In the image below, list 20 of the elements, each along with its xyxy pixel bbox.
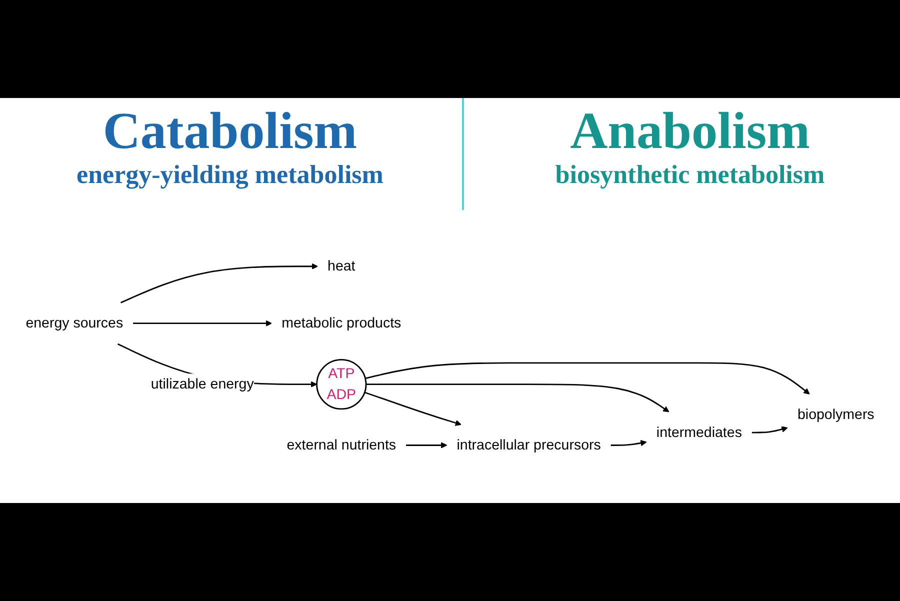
arrow xyxy=(366,384,670,412)
node-label: metabolic products xyxy=(282,316,402,332)
node-label: external nutrients xyxy=(286,438,396,454)
node-label: intracellular precursors xyxy=(456,438,601,454)
cycle-circle: ATP ADP xyxy=(316,359,367,410)
heading: Catabolism xyxy=(102,104,358,160)
heading: Anabolism xyxy=(570,104,810,160)
arrow xyxy=(752,426,788,434)
arrow xyxy=(610,440,647,446)
arrow xyxy=(133,320,272,327)
subheading: biosynthetic metabolism xyxy=(555,160,825,190)
node-label: intermediates xyxy=(656,424,742,441)
arrow xyxy=(365,362,810,395)
arrow xyxy=(364,392,462,426)
node-label: biopolymers xyxy=(798,407,874,423)
node-label: heat xyxy=(328,258,356,274)
arrow xyxy=(406,442,448,449)
arrow xyxy=(120,263,318,304)
node-label: energy sources xyxy=(26,316,124,332)
subheading: energy-yielding metabolism xyxy=(76,160,384,190)
